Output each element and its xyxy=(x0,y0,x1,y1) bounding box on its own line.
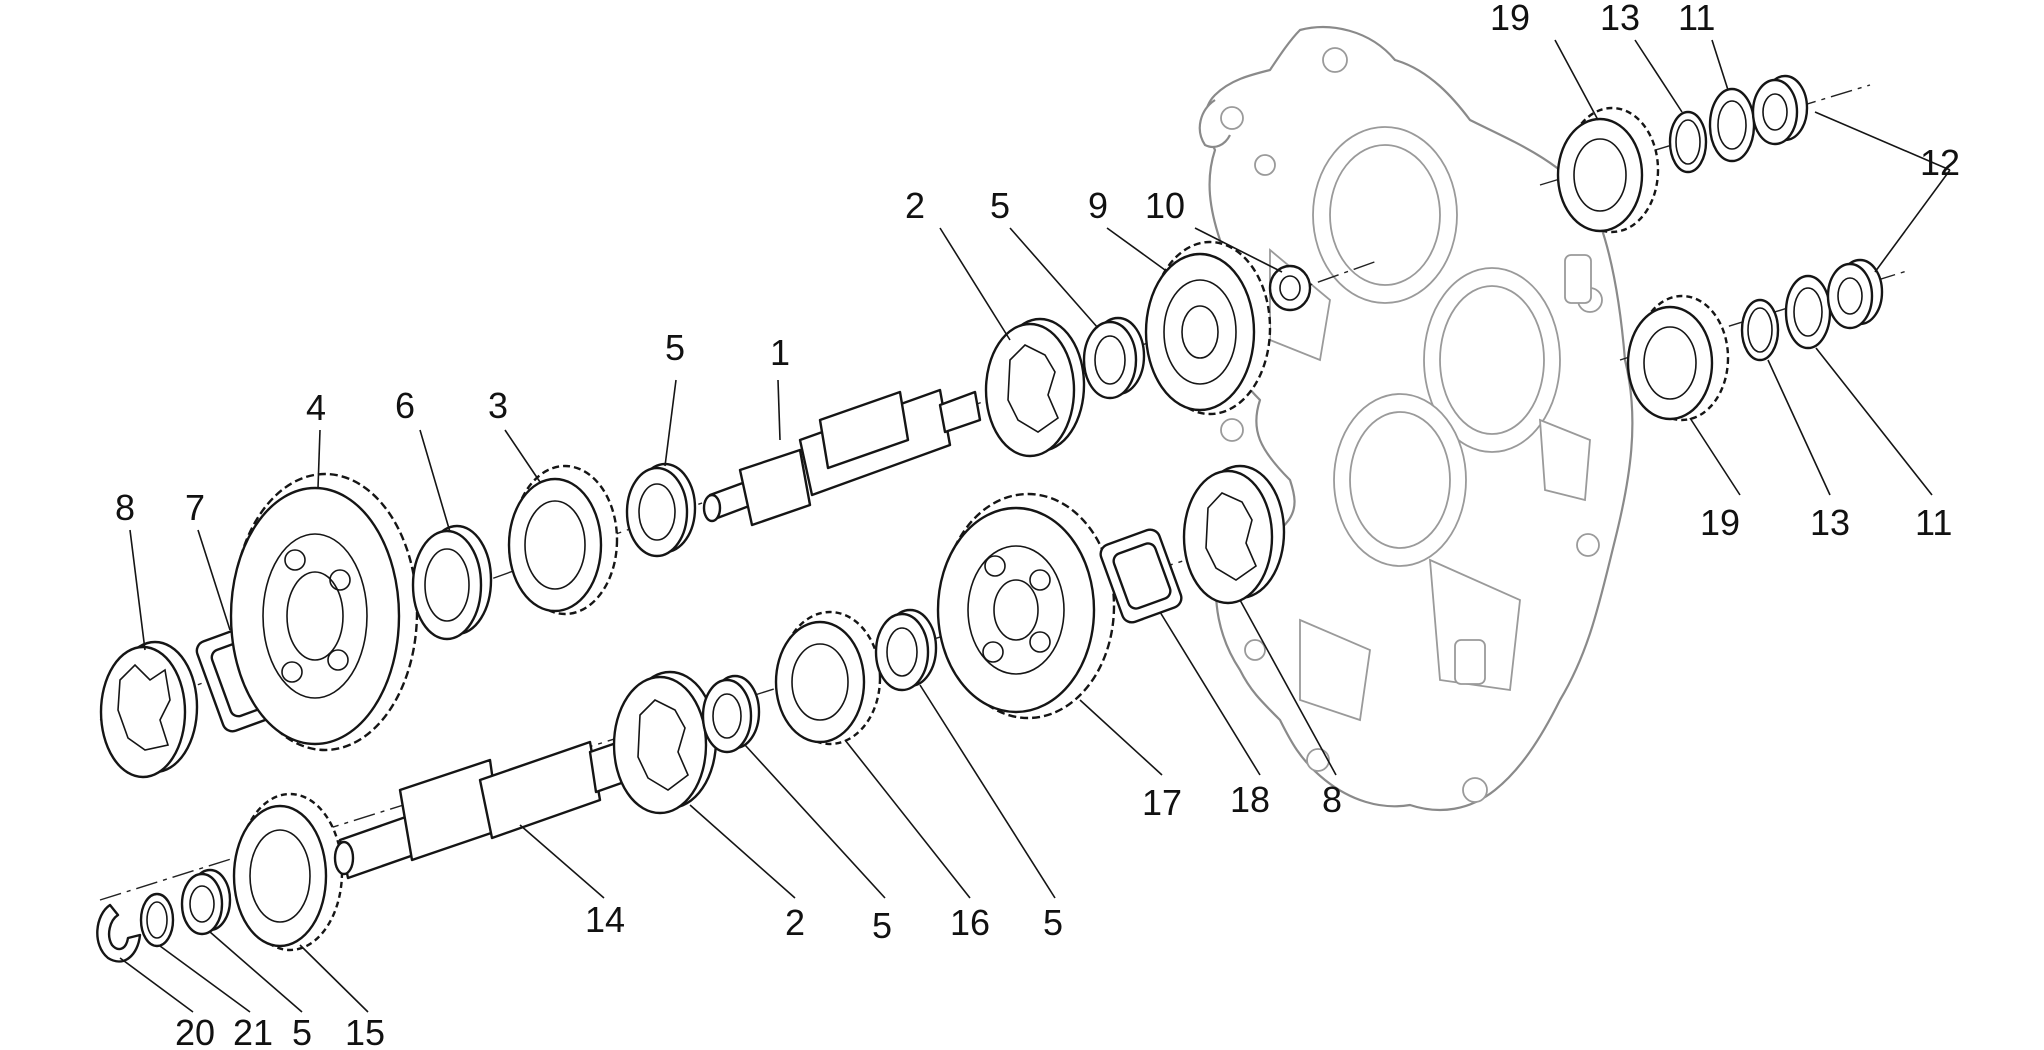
part-2-plate-lower xyxy=(612,670,718,815)
part-5-bearing-e xyxy=(180,868,232,936)
callout-5-upper-left: 5 xyxy=(665,327,685,368)
part-21-ring xyxy=(139,892,175,948)
callout-8-upper: 8 xyxy=(115,487,135,528)
callout-18: 18 xyxy=(1230,779,1270,820)
callout-10: 10 xyxy=(1145,185,1185,226)
part-17-large-gear xyxy=(936,492,1116,720)
part-15-gear xyxy=(232,792,344,952)
part-5-bearing-d xyxy=(874,608,938,692)
part-9-gear xyxy=(1144,240,1272,416)
callout-8-lower: 8 xyxy=(1322,779,1342,820)
part-14-shaft xyxy=(333,738,632,880)
callout-4: 4 xyxy=(306,387,326,428)
callout-7: 7 xyxy=(185,487,205,528)
callout-6: 6 xyxy=(395,385,415,426)
callout-20: 20 xyxy=(175,1012,215,1050)
callout-2-lower: 2 xyxy=(785,902,805,943)
part-2-plate-upper xyxy=(984,317,1086,458)
callout-13-lower: 13 xyxy=(1810,502,1850,543)
part-6-bearing xyxy=(411,524,493,641)
callout-11-lower: 11 xyxy=(1915,502,1952,543)
callout-5-lower-e: 5 xyxy=(292,1012,312,1050)
callout-12: 12 xyxy=(1920,142,1960,183)
leader-lines xyxy=(119,39,1951,1013)
callout-11-upper: 11 xyxy=(1678,0,1715,38)
part-12-upper-nut xyxy=(1751,74,1809,146)
callout-15: 15 xyxy=(345,1012,385,1050)
part-19-upper xyxy=(1556,106,1660,234)
callout-2-upper: 2 xyxy=(905,185,925,226)
callout-5-upper-right: 5 xyxy=(990,185,1010,226)
part-18-hub xyxy=(1099,528,1183,624)
part-3-gear xyxy=(507,464,619,616)
callout-19-upper: 19 xyxy=(1490,0,1530,38)
part-11-lower-lockwasher xyxy=(1784,274,1832,350)
callout-19-lower: 19 xyxy=(1700,502,1740,543)
callout-13-upper: 13 xyxy=(1600,0,1640,38)
part-13-upper-ring xyxy=(1668,110,1708,174)
callout-3: 3 xyxy=(488,385,508,426)
part-11-upper-lockwasher xyxy=(1708,87,1756,163)
part-5-bearing-a xyxy=(625,462,697,558)
part-8-upper-left xyxy=(99,640,199,779)
part-1-shaft xyxy=(702,388,982,527)
part-13-lower-ring xyxy=(1740,298,1780,362)
part-20-circlip xyxy=(96,903,142,963)
part-5-bearing-b xyxy=(1082,316,1146,400)
callout-labels: 19 13 11 12 2 5 9 10 5 1 4 6 3 8 7 19 13… xyxy=(115,0,1960,1050)
callout-14: 14 xyxy=(585,899,625,940)
callout-21: 21 xyxy=(233,1012,273,1050)
callout-1: 1 xyxy=(770,332,790,373)
callout-16: 16 xyxy=(950,902,990,943)
part-16-gear xyxy=(774,610,882,746)
callout-9: 9 xyxy=(1088,185,1108,226)
part-5-bearing-c xyxy=(701,674,761,754)
part-10-washer xyxy=(1268,264,1312,312)
callout-17: 17 xyxy=(1142,782,1182,823)
part-19-lower xyxy=(1626,294,1730,422)
part-8-lower-right xyxy=(1182,464,1286,605)
part-12-lower-nut xyxy=(1826,258,1884,330)
part-4-large-gear xyxy=(229,472,419,752)
callout-5-lower-d: 5 xyxy=(1043,902,1063,943)
callout-5-lower-c: 5 xyxy=(872,905,892,946)
